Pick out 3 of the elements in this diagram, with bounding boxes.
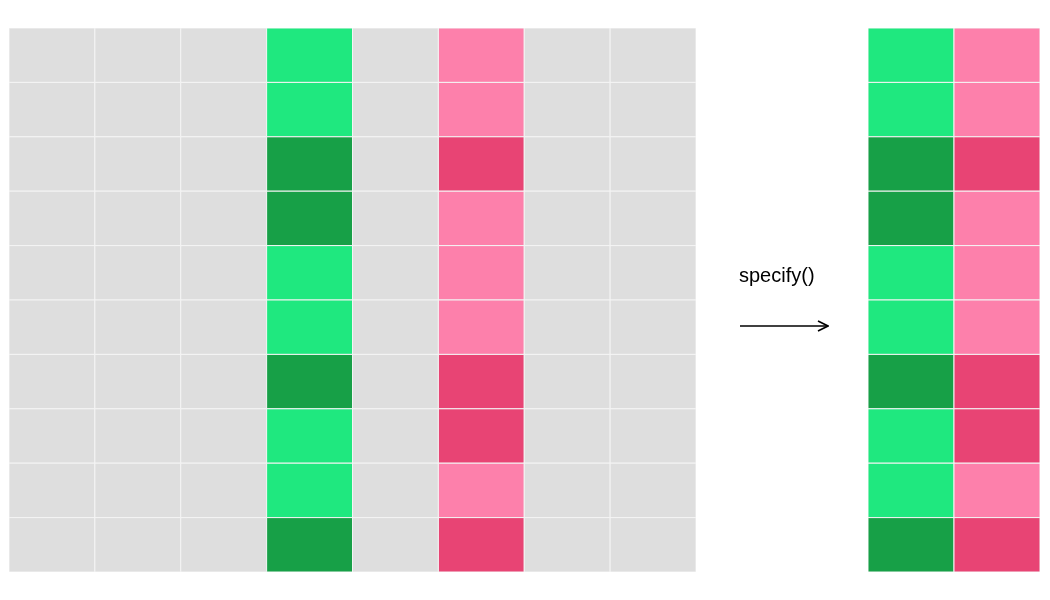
arrow <box>739 320 829 332</box>
data-grid <box>868 28 1040 572</box>
data-grid <box>9 28 696 572</box>
